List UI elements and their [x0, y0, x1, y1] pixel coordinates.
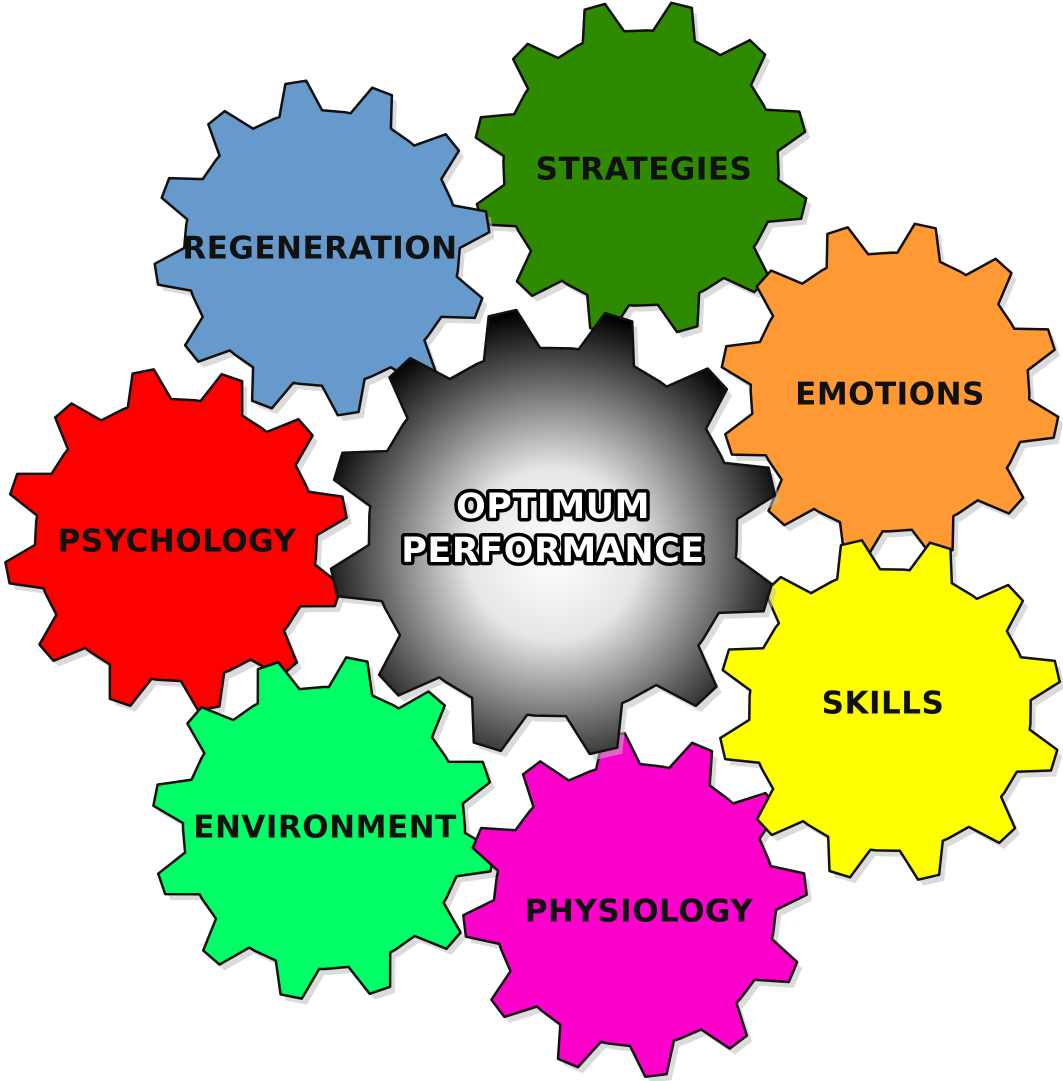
gear-environment: ENVIRONMENT [152, 656, 500, 1005]
gear-regeneration-body [153, 79, 491, 417]
gear-label-strategies: STRATEGIES [536, 152, 753, 188]
gear-emotions: EMOTIONS [720, 222, 1063, 567]
gear-environment-body [152, 656, 496, 1000]
gear-psychology-body [4, 368, 348, 712]
gear-physiology-body [462, 732, 808, 1078]
gear-skills: SKILLS [719, 539, 1063, 886]
gear-strategies-body [474, 1, 808, 335]
gear-psychology: PSYCHOLOGY [4, 368, 352, 717]
gear-label-skills: SKILLS [822, 686, 945, 722]
gear-regeneration: REGENERATION [153, 79, 495, 422]
gear-label-emotions: EMOTIONS [795, 377, 985, 413]
gear-skills-body [719, 539, 1061, 881]
gear-center-body [329, 308, 777, 756]
gear-physiology: PHYSIOLOGY [462, 732, 812, 1081]
center-label-line-2: PERFORMANCE [401, 531, 704, 571]
gear-label-regeneration: REGENERATION [182, 231, 457, 267]
gear-strategies: STRATEGIES [474, 1, 812, 340]
gear-label-physiology: PHYSIOLOGY [525, 894, 754, 930]
gear-emotions-body [720, 222, 1060, 562]
gear-label-psychology: PSYCHOLOGY [58, 524, 297, 560]
center-label-line-1: OPTIMUM [456, 487, 650, 527]
gear-label-environment: ENVIRONMENT [193, 810, 456, 846]
